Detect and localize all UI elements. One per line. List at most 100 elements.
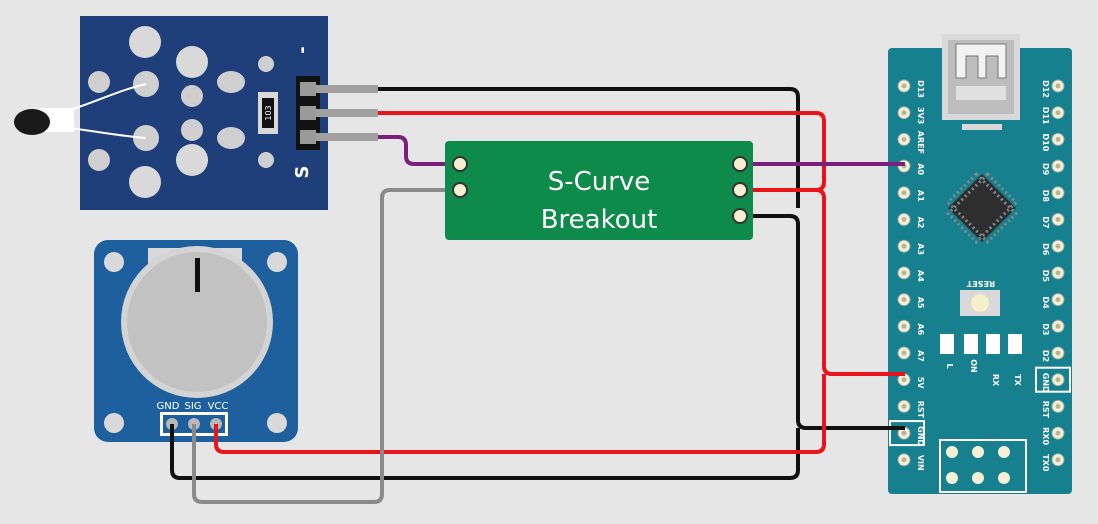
gnd-pin-highlight <box>889 420 925 447</box>
wire-gray-pot-signal <box>192 188 460 504</box>
wire-black-pot-gnd <box>170 424 800 480</box>
nano-left-label-a1: A1 <box>916 190 925 202</box>
led-on <box>964 334 978 354</box>
pot-pin-sig-label: SIG <box>184 401 201 412</box>
icsp-pin <box>998 472 1010 484</box>
nano-left-pin-a3-hole <box>901 243 907 249</box>
nano-right-label-d7: D7 <box>1041 216 1050 228</box>
nano-left-label-a2: A2 <box>916 217 925 229</box>
nano-left-pin-gnd-hole <box>901 430 907 436</box>
thermistor-board <box>80 16 328 210</box>
wire-red-pot-vcc <box>214 374 826 454</box>
led-rx-label: RX <box>991 374 1000 387</box>
nano-right-label-d4: D4 <box>1041 296 1050 309</box>
nano-right-pin-d7-hole <box>1055 217 1061 222</box>
mount-hole <box>129 26 161 58</box>
breakout-pin-in <box>452 182 468 198</box>
pad <box>181 119 203 141</box>
header-lead <box>316 85 378 93</box>
nano-right-pin-d12-hole <box>1055 83 1061 89</box>
nano-left-label-a5: A5 <box>916 297 925 309</box>
pad <box>258 152 274 168</box>
breakout-pin-gnd <box>732 208 748 224</box>
usb-shell <box>955 43 1007 79</box>
mount-hole <box>176 46 208 78</box>
resistor <box>262 98 274 128</box>
led-l-label: L <box>945 363 954 368</box>
pad <box>181 85 203 107</box>
icsp-pin <box>972 446 984 458</box>
nano-right-label-rx0: RX0 <box>1041 427 1050 445</box>
nano-right-pin-d10-hole <box>1055 136 1061 142</box>
nano-left-pin-a2-hole <box>901 217 907 222</box>
header-lead <box>316 133 378 141</box>
nano-left-label-3v3: 3V3 <box>916 107 925 124</box>
mount-hole <box>104 413 124 433</box>
mount-hole <box>104 252 124 272</box>
nano-right-label-gnd: GND <box>1041 373 1050 393</box>
nano-left-pin-a7-hole <box>901 350 907 356</box>
nano-left-pin-a4-hole <box>901 270 907 276</box>
nano-left-label-gnd: GND <box>916 426 925 446</box>
nano-right-pin-d11-hole <box>1055 110 1061 116</box>
icsp-pin <box>998 446 1010 458</box>
pad <box>88 149 110 171</box>
icsp-header <box>939 439 1027 493</box>
wire-red-breakout-vcc <box>740 188 905 376</box>
pad <box>88 71 110 93</box>
icsp-pin <box>972 472 984 484</box>
wire-black-thermistor-gnd <box>378 87 800 208</box>
nano-right-label-d9: D9 <box>1041 163 1050 176</box>
nano-left-pin-a5-hole <box>901 297 907 303</box>
nano-right-pin-d3-hole <box>1055 323 1061 329</box>
pot-pin-gnd-label: GND <box>157 401 180 412</box>
icsp-pin <box>946 472 958 484</box>
nano-right-pin-d8-hole <box>1055 190 1061 196</box>
nano-left-label-rst: RST <box>916 401 925 419</box>
reset-button[interactable] <box>971 294 989 312</box>
resistor-code: 103 <box>264 105 273 120</box>
nano-right-label-d5: D5 <box>1041 270 1050 283</box>
mount-hole <box>267 413 287 433</box>
nano-right-label-tx0: TX0 <box>1041 454 1050 472</box>
nano-right-pin-tx0-hole <box>1055 457 1061 463</box>
wire-black-breakout-gnd <box>740 214 905 430</box>
nano-right-pin-gnd-hole <box>1055 377 1061 383</box>
nano-left-pin-3v3-hole <box>901 110 907 116</box>
header-pin <box>300 82 316 96</box>
breakout-title-line1: S-Curve <box>548 167 651 197</box>
led-tx-label: TX <box>1013 374 1022 386</box>
nano-left-pin-a1-hole <box>901 190 907 196</box>
nano-right-label-d3: D3 <box>1041 323 1050 335</box>
thermistor-module: 103 - S <box>14 16 378 210</box>
led-tx <box>1008 334 1022 354</box>
nano-left-label-a0: A0 <box>916 163 925 175</box>
arduino-board <box>888 48 1072 494</box>
pad <box>217 127 245 149</box>
wire-purple-thermistor-signal <box>378 135 460 166</box>
reset-label: RESET <box>966 279 995 288</box>
nano-left-label-a7: A7 <box>916 350 925 362</box>
led-rx <box>986 334 1000 354</box>
nano-left-pin-aref-hole <box>901 136 907 142</box>
nano-left-pin-5v-hole <box>901 377 907 383</box>
pin-signal-label: S <box>292 166 313 179</box>
nano-left-label-d13: D13 <box>916 80 925 98</box>
icsp-pin <box>946 446 958 458</box>
nano-left-label-a3: A3 <box>916 243 925 255</box>
potentiometer-module: GND SIG VCC <box>94 240 298 442</box>
nano-right-label-d11: D11 <box>1041 107 1050 125</box>
s-curve-breakout: S-Curve Breakout <box>445 141 753 240</box>
thermistor-bead <box>14 109 50 135</box>
nano-right-label-d8: D8 <box>1041 190 1050 203</box>
nano-left-label-aref: AREF <box>916 131 925 154</box>
usb-base <box>956 86 1006 100</box>
nano-left-pin-d13-hole <box>901 83 907 89</box>
breakout-pin-out <box>732 156 748 172</box>
pin-minus-label: - <box>292 46 313 53</box>
breakout-board <box>445 141 753 240</box>
pad <box>258 56 274 72</box>
pot-knob <box>127 252 267 392</box>
nano-right-label-d10: D10 <box>1041 134 1050 152</box>
